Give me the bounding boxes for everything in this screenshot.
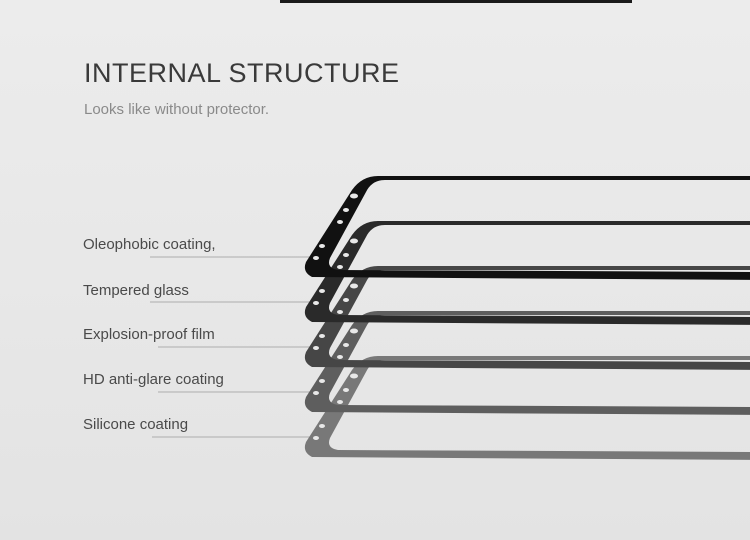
- layer-label-oleophobic: Oleophobic coating,: [83, 236, 216, 253]
- layer-oleophobic: [304, 176, 750, 280]
- layer-label-tempered-glass: Tempered glass: [83, 282, 189, 299]
- layer-anti-glare: [304, 311, 750, 415]
- layer-silicone: [304, 356, 750, 460]
- layer-tempered-glass: [304, 221, 750, 325]
- layer-label-explosion-proof: Explosion-proof film: [83, 326, 215, 343]
- layer-label-silicone: Silicone coating: [83, 416, 189, 433]
- page-subtitle: Looks like without protector.: [84, 101, 270, 118]
- layer-label-anti-glare: HD anti-glare coating: [83, 371, 224, 388]
- top-accent-bar: [280, 0, 632, 3]
- layer-explosion-proof: [304, 266, 750, 370]
- page-title: INTERNAL STRUCTURE: [84, 58, 400, 88]
